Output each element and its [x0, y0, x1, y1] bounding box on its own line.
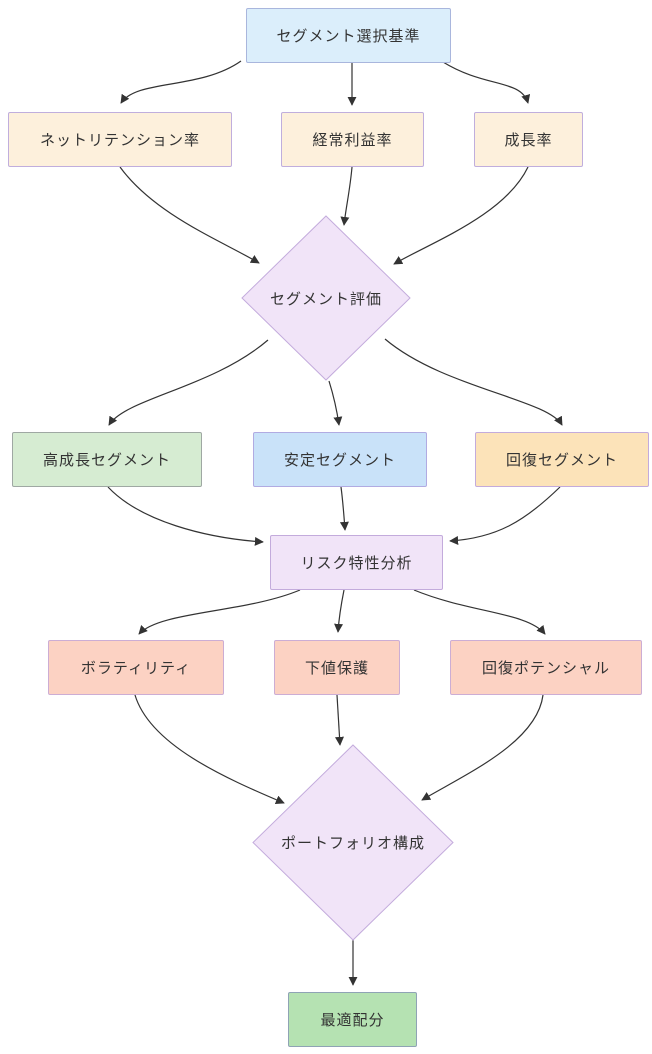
node-ordinary-profit-rate: 経常利益率 [281, 112, 424, 167]
node-label: ボラティリティ [80, 660, 192, 677]
node-growth-rate: 成長率 [474, 112, 583, 167]
edge-risk-volatility [138, 589, 301, 635]
node-label: ネットリテンション率 [39, 132, 200, 149]
edge-potential-portfolio [421, 694, 544, 801]
node-label: 回復セグメント [505, 452, 618, 469]
node-label: セグメント選択基準 [276, 28, 421, 45]
edge-recovery-risk [449, 486, 561, 545]
edge-volatility-portfolio [134, 694, 285, 804]
node-label: 経常利益率 [312, 132, 393, 149]
node-stable-segment: 安定セグメント [253, 432, 427, 487]
edge-stable-risk [339, 486, 349, 531]
node-recovery-segment: 回復セグメント [475, 432, 649, 487]
node-recovery-potential: 回復ポテンシャル [450, 640, 642, 695]
node-net-retention-rate: ネットリテンション率 [8, 112, 232, 167]
node-label: 高成長セグメント [42, 452, 171, 469]
node-portfolio-composition-shape [252, 744, 454, 941]
node-segment-criteria: セグメント選択基準 [246, 8, 451, 63]
edge-nrr-evaluation [119, 166, 260, 264]
node-label: 下値保護 [304, 660, 369, 677]
edge-risk-downside [334, 589, 345, 633]
node-risk-characteristic-analysis: リスク特性分析 [270, 535, 443, 590]
node-label: 回復ポテンシャル [481, 660, 610, 677]
node-label: 成長率 [504, 132, 553, 149]
edge-growth-evaluation [393, 166, 529, 265]
edge-downside-portfolio [335, 694, 344, 746]
node-label: 安定セグメント [283, 452, 396, 469]
edge-evaluation-highgrowth [108, 339, 269, 426]
edge-evaluation-recovery [384, 338, 563, 426]
edge-highgrowth-risk [107, 486, 264, 546]
edge-evaluation-stable [328, 380, 343, 426]
node-high-growth-segment: 高成長セグメント [12, 432, 202, 487]
node-segment-evaluation-shape [241, 215, 411, 381]
node-label: 最適配分 [320, 1012, 385, 1029]
node-label: リスク特性分析 [300, 555, 413, 572]
node-optimal-allocation: 最適配分 [288, 992, 417, 1047]
edge-profit-evaluation [340, 166, 353, 226]
edge-criteria-growth [442, 61, 531, 104]
edge-criteria-nrr [120, 60, 242, 104]
edge-risk-potential [413, 589, 546, 635]
node-volatility: ボラティリティ [48, 640, 224, 695]
node-downside-protection: 下値保護 [274, 640, 400, 695]
